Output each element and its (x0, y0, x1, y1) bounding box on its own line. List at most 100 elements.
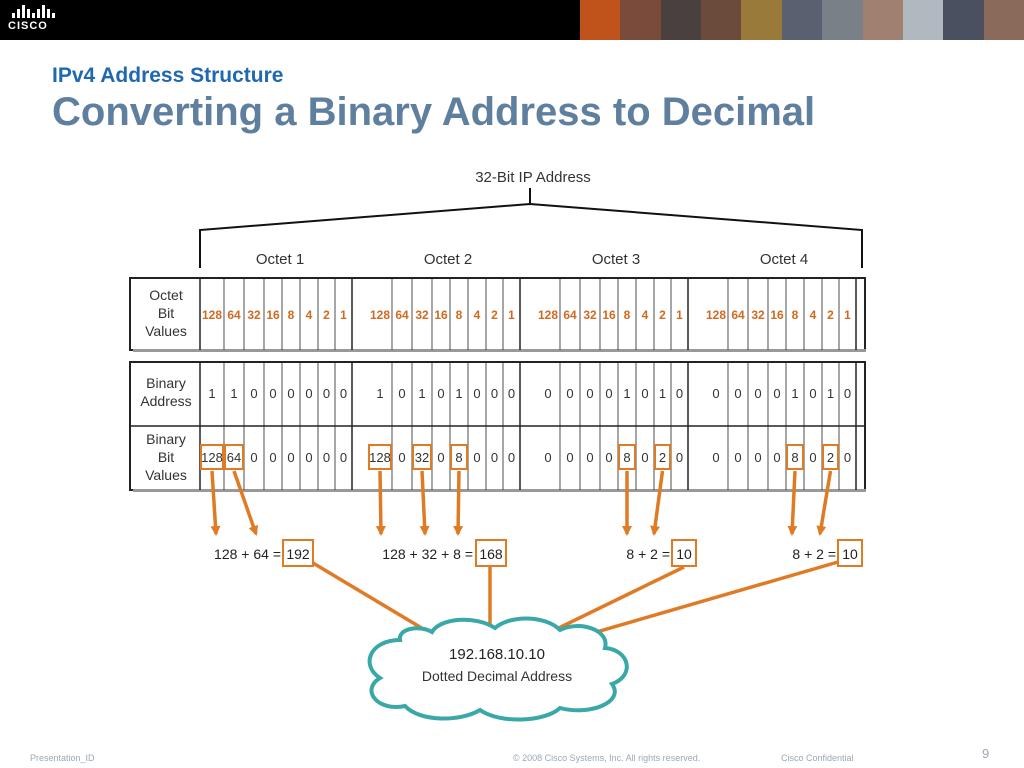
octet-label: Octet 1 (256, 251, 304, 268)
sum-result: 192 (286, 546, 310, 562)
highlight-box (200, 444, 224, 470)
binary-bit-value-cell: 0 (508, 450, 515, 465)
bit-value-cell: 128 (202, 308, 222, 322)
bit-to-sum-arrow (210, 470, 221, 536)
bit-value-cell: 2 (491, 308, 498, 322)
binary-bit-value-cell: 0 (586, 450, 593, 465)
binary-bit-value-cell: 0 (809, 450, 816, 465)
binary-digit-cell: 1 (455, 386, 462, 401)
bit-value-cell: 8 (792, 308, 799, 322)
bit-value-cell: 64 (227, 308, 241, 322)
footer-presentation-id: Presentation_ID (30, 753, 95, 763)
bit-to-sum-arrow (816, 470, 833, 536)
row-label-binary: Binary (146, 375, 186, 391)
bit-value-cell: 4 (642, 308, 649, 322)
binary-bit-value-cell: 0 (734, 450, 741, 465)
binary-bit-value-cell: 0 (473, 450, 480, 465)
footer-copyright: © 2008 Cisco Systems, Inc. All rights re… (513, 753, 701, 763)
sum-expression: 128 + 64 = (214, 546, 281, 562)
binary-digit-cell: 0 (250, 386, 257, 401)
sum-result-box (282, 539, 314, 567)
row-label-values-2: Values (145, 467, 187, 483)
binary-digit-cell: 1 (376, 386, 383, 401)
octet-label: Octet 2 (424, 251, 472, 268)
binary-bit-value-cell: 0 (398, 450, 405, 465)
binary-digit-cell: 0 (305, 386, 312, 401)
bit-value-cell: 128 (370, 308, 390, 322)
bit-value-cell: 32 (751, 308, 765, 322)
bit-value-cell: 128 (706, 308, 726, 322)
row-label-binary-2: Binary (146, 431, 186, 447)
binary-bit-value-cell: 2 (659, 450, 666, 465)
dotted-decimal-address: 192.168.10.10 (449, 646, 545, 663)
bit-value-cell: 32 (247, 308, 261, 322)
bit-value-cell: 32 (583, 308, 597, 322)
address-bracket (199, 188, 863, 268)
binary-digit-cell: 0 (676, 386, 683, 401)
binary-digit-cell: 0 (566, 386, 573, 401)
highlight-box (412, 444, 432, 470)
bit-value-cell: 16 (602, 308, 616, 322)
binary-digit-cell: 1 (208, 386, 215, 401)
bit-value-cell: 1 (844, 308, 851, 322)
sum-result-box (837, 539, 863, 567)
slide-subtitle: IPv4 Address Structure (52, 64, 284, 87)
binary-bit-value-cell: 0 (641, 450, 648, 465)
bit-value-cell: 1 (340, 308, 347, 322)
binary-bit-value-cell: 0 (844, 450, 851, 465)
highlight-box (368, 444, 392, 470)
bit-value-cell: 64 (563, 308, 577, 322)
binary-digit-cell: 1 (418, 386, 425, 401)
binary-digit-cell: 0 (773, 386, 780, 401)
row-label-bit: Bit (158, 305, 174, 321)
binary-digit-cell: 1 (623, 386, 630, 401)
highlight-box (224, 444, 244, 470)
binary-bit-value-cell: 0 (437, 450, 444, 465)
binary-digit-cell: 0 (734, 386, 741, 401)
binary-bit-value-cell: 0 (605, 450, 612, 465)
bit-value-cell: 16 (266, 308, 280, 322)
sum-to-cloud-arrow (553, 560, 839, 647)
dotted-decimal-cloud: 192.168.10.10 Dotted Decimal Address (367, 616, 629, 722)
binary-digit-cell: 0 (754, 386, 761, 401)
slide-title: Converting a Binary Address to Decimal (52, 90, 816, 134)
bit-value-cell: 4 (306, 308, 313, 322)
binary-digit-cell: 0 (508, 386, 515, 401)
binary-bit-value-cell: 0 (269, 450, 276, 465)
binary-digit-cell: 1 (791, 386, 798, 401)
binary-digit-cell: 0 (473, 386, 480, 401)
binary-bit-value-cell: 0 (340, 450, 347, 465)
dotted-decimal-label: Dotted Decimal Address (422, 668, 572, 684)
binary-digit-cell: 1 (659, 386, 666, 401)
sum-result: 10 (676, 546, 692, 562)
highlight-box (618, 444, 636, 470)
bit-value-cell: 64 (731, 308, 745, 322)
highlight-box (654, 444, 671, 470)
binary-digit-cell: 0 (269, 386, 276, 401)
bit-value-cell: 1 (676, 308, 683, 322)
binary-digit-cell: 1 (827, 386, 834, 401)
binary-digit-cell: 0 (844, 386, 851, 401)
binary-bit-value-cell: 2 (827, 450, 834, 465)
sum-result: 10 (842, 546, 858, 562)
binary-bit-value-cell: 64 (227, 450, 241, 465)
binary-digit-cell: 0 (340, 386, 347, 401)
bit-value-cell: 8 (288, 308, 295, 322)
binary-bit-value-cell: 0 (566, 450, 573, 465)
binary-bit-value-cell: 0 (676, 450, 683, 465)
cisco-logo: CISCO (8, 4, 68, 38)
sum-result: 168 (479, 546, 503, 562)
binary-bit-value-cell: 0 (544, 450, 551, 465)
bit-to-sum-arrow (787, 470, 798, 536)
octet-label: Octet 4 (760, 251, 808, 268)
binary-bit-value-cell: 128 (369, 450, 391, 465)
highlight-box (450, 444, 468, 470)
top-banner: CISCO (0, 0, 1024, 40)
photo-strip (580, 0, 1024, 40)
bit-value-cell: 16 (434, 308, 448, 322)
bit-value-cell: 4 (810, 308, 817, 322)
